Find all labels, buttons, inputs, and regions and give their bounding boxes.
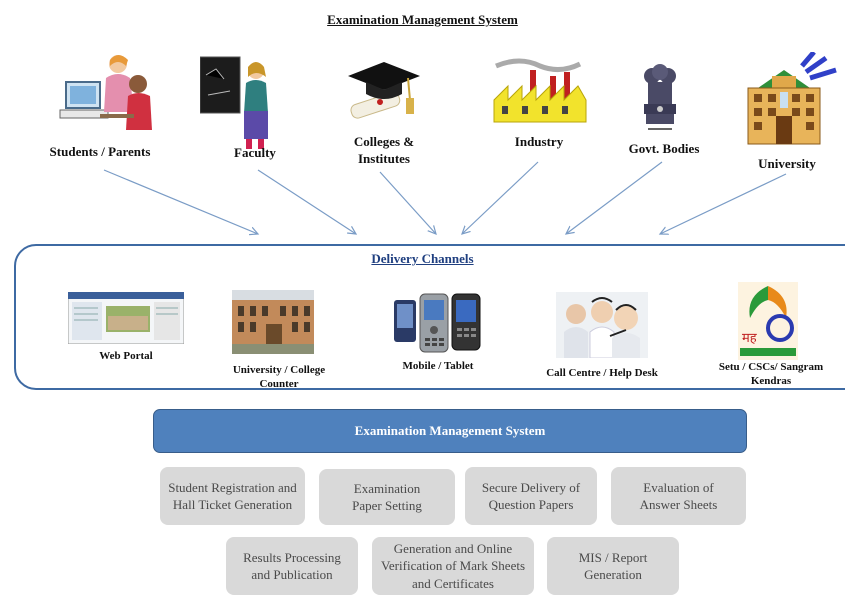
channel-label-call-centre: Call Centre / Help Desk	[546, 367, 658, 379]
ems-header-bar: Examination Management System	[153, 409, 747, 453]
arrow-university	[660, 173, 787, 234]
college-building-photo	[232, 290, 314, 354]
channel-label-mobile: Mobile / Tablet	[402, 360, 474, 372]
delivery-channels-panel	[14, 244, 845, 390]
module-paper-setting: Examination Paper Setting	[319, 469, 455, 525]
graduation-cap-icon	[346, 54, 422, 128]
module-mis-report: MIS / Report Generation	[547, 537, 679, 595]
arrow-industry	[462, 161, 539, 234]
svg-text:मह: मह	[742, 331, 758, 346]
module-evaluation: Evaluation of Answer Sheets	[611, 467, 746, 525]
mobile-phones-photo	[392, 292, 484, 354]
stakeholder-label-colleges: Colleges & Institutes	[353, 134, 415, 166]
call-centre-photo	[556, 292, 648, 358]
stakeholder-label-students: Students / Parents	[49, 144, 151, 159]
channel-label-web-portal: Web Portal	[99, 350, 153, 362]
channel-label-setu: Setu / CSCs/ Sangram Kendras	[718, 361, 824, 387]
arrow-colleges	[379, 171, 436, 234]
maha-logo: मह	[738, 282, 798, 360]
students-parents-icon	[56, 52, 154, 134]
stakeholder-label-university: University	[758, 156, 816, 171]
ems-title: Examination Management System	[354, 423, 546, 438]
faculty-icon	[200, 55, 280, 150]
university-building-icon	[744, 52, 840, 148]
stakeholder-label-industry: Industry	[514, 134, 564, 149]
stakeholder-label-faculty: Faculty	[234, 145, 276, 160]
web-portal-screenshot	[68, 292, 184, 344]
factory-icon	[490, 56, 588, 124]
delivery-channels-title: Delivery Channels	[371, 251, 474, 266]
emblem-icon	[640, 62, 680, 138]
stakeholder-label-govt: Govt. Bodies	[628, 141, 700, 156]
arrow-faculty	[257, 169, 356, 234]
diagram-title: Examination Management System	[327, 12, 518, 27]
channel-label-college-counter: University / College Counter	[232, 364, 326, 390]
module-results-processing: Results Processing and Publication	[226, 537, 358, 595]
arrow-students	[103, 169, 258, 234]
arrow-govt	[566, 161, 663, 234]
stakeholder-arrows	[103, 161, 787, 245]
module-mark-sheets: Generation and Online Verification of Ma…	[372, 537, 534, 595]
module-secure-delivery: Secure Delivery of Question Papers	[465, 467, 597, 525]
module-student-registration: Student Registration and Hall Ticket Gen…	[160, 467, 305, 525]
